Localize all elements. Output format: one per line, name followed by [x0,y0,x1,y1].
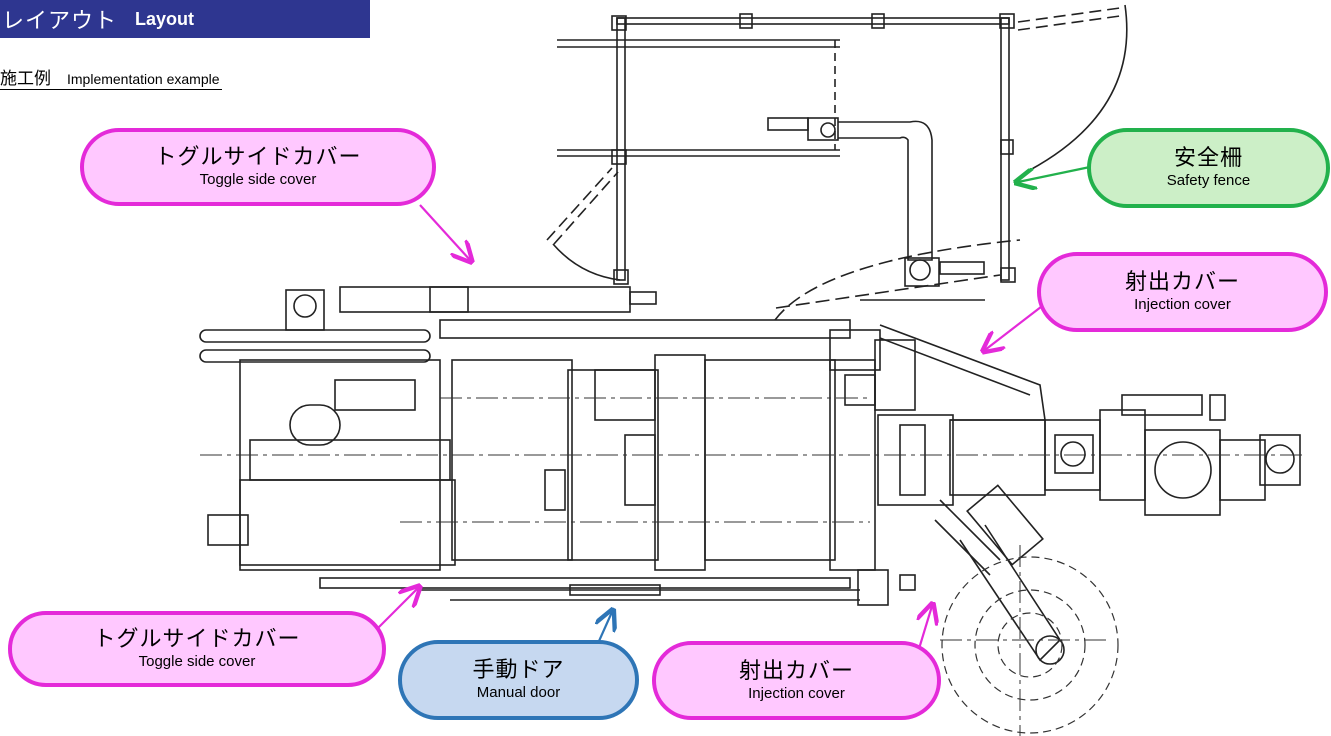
center-lines-drawing [200,397,1305,736]
arrow-injection-bottom [918,606,932,653]
callout-jp: 安全柵 [1173,145,1243,170]
arrow-injection-top [985,299,1051,350]
arrow-safety-fence [1018,165,1091,182]
callout-jp: トグルサイドカバー [93,626,301,651]
subtitle-en: Implementation example [67,71,220,87]
callout-toggle-side-cover-top: トグルサイドカバー Toggle side cover [80,128,436,206]
callout-en: Safety fence [1166,172,1251,189]
callout-safety-fence: 安全柵 Safety fence [1087,128,1330,208]
callout-jp: 手動ドア [472,657,565,682]
subtitle-jp: 施工例 [0,69,51,88]
arrow-toggle-bottom [377,588,418,629]
robot-arm-drawing [767,117,985,287]
callout-jp: トグルサイドカバー [154,144,362,169]
swing-radius-drawing [941,556,1119,734]
subtitle: 施工例 Implementation example [0,64,222,90]
callout-en: Toggle side cover [138,653,256,670]
callout-jp: 射出カバー [738,657,854,683]
callout-en: Injection cover [1134,296,1231,313]
header-bar: レイアウト Layout [0,0,370,38]
callout-injection-cover-top: 射出カバー Injection cover [1037,252,1328,332]
callout-en: Injection cover [748,684,845,702]
arrow-toggle-top [419,204,470,260]
callout-injection-cover-bottom: 射出カバー Injection cover [652,641,941,720]
machine-body-drawing [199,286,1301,665]
callout-jp: 射出カバー [1124,269,1240,294]
callout-en: Manual door [476,684,561,701]
callout-en: Toggle side cover [199,171,317,188]
callout-manual-door: 手動ドア Manual door [398,640,639,720]
callout-toggle-side-cover-bottom: トグルサイドカバー Toggle side cover [8,611,386,687]
header-title-en: Layout [135,8,195,29]
header-title-jp: レイアウト [2,8,118,33]
safety-fence-drawing [546,4,1128,321]
callout-arrows [377,165,1091,653]
